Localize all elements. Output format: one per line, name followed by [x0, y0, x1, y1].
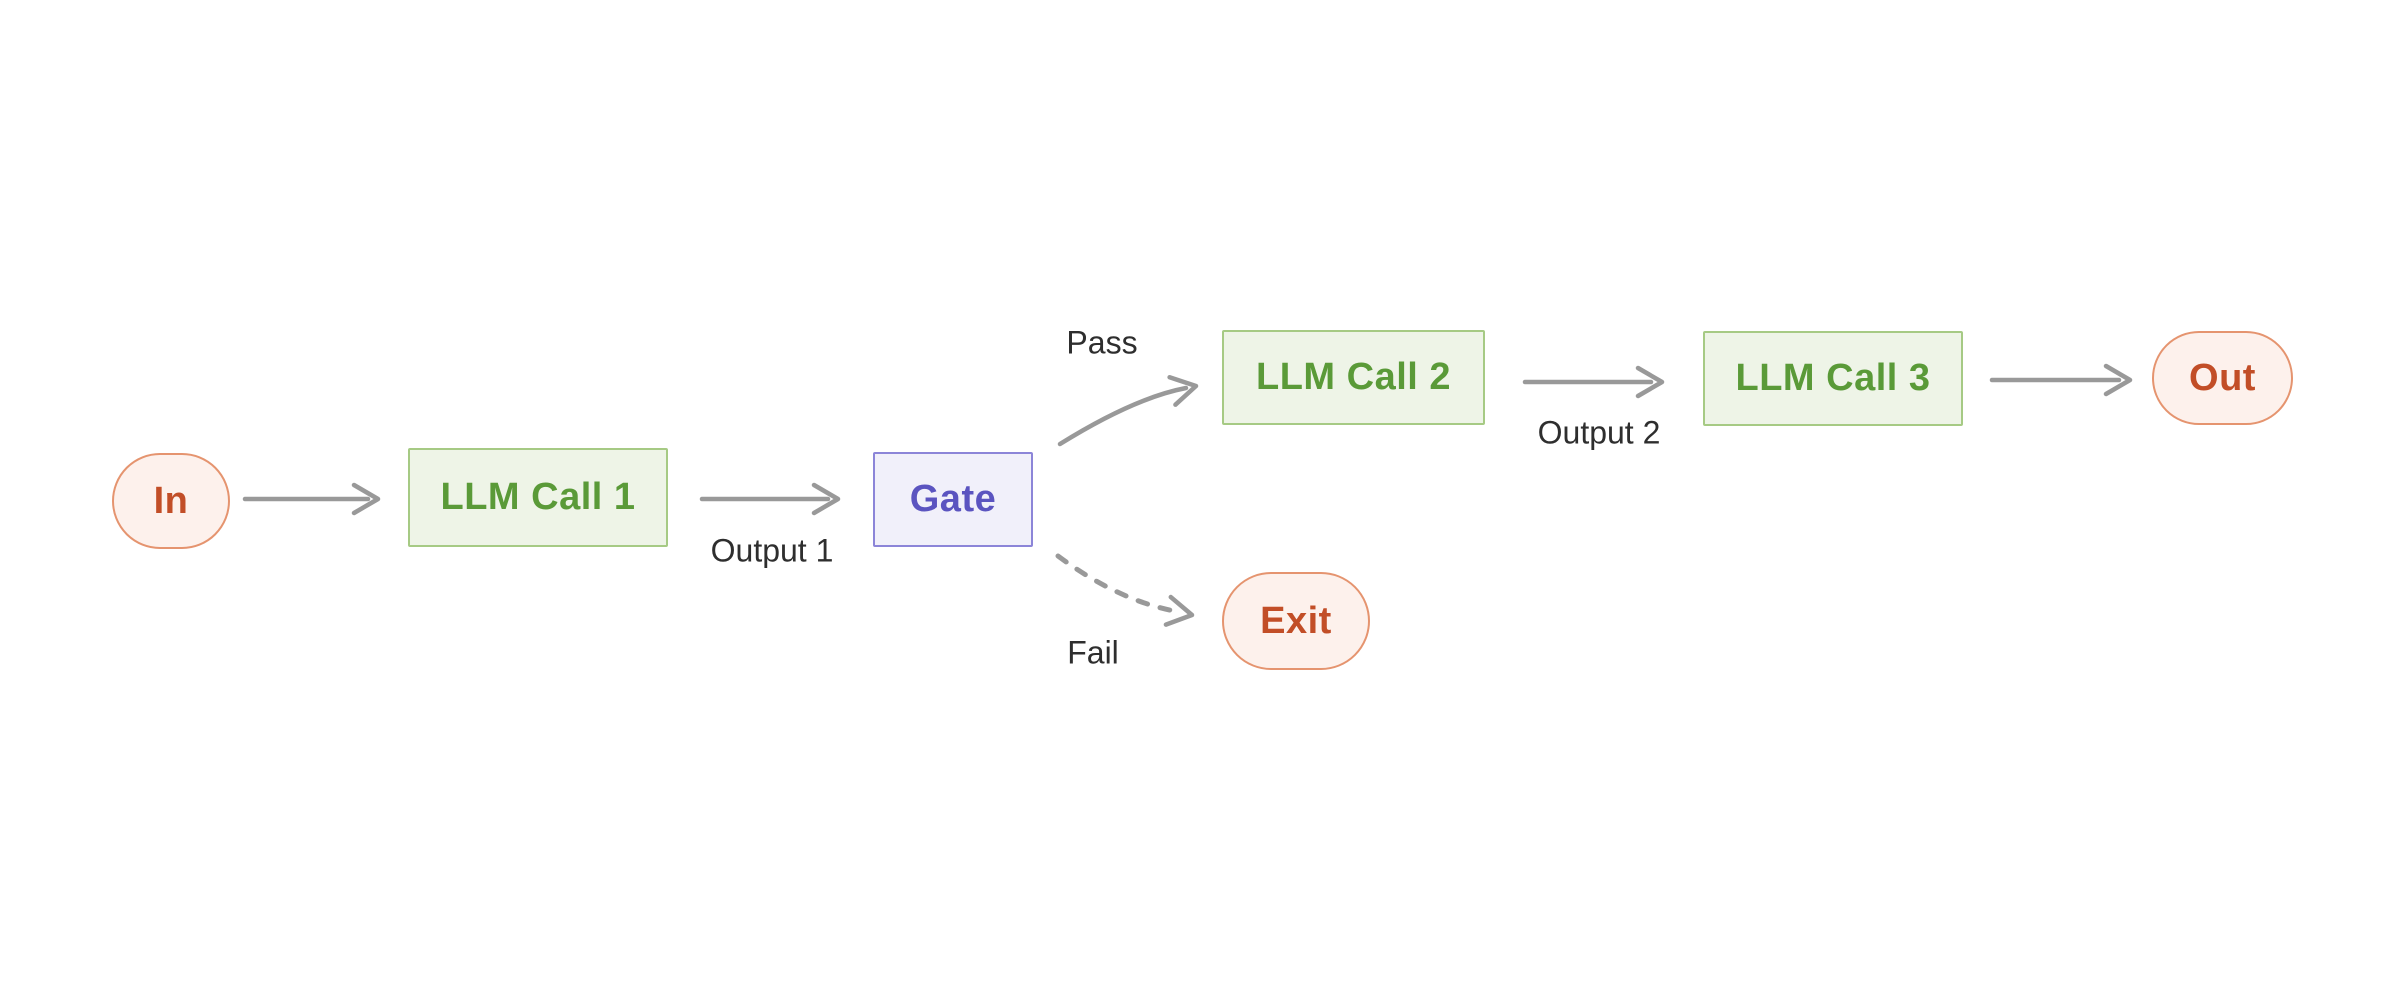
edge-llm1-gate: [699, 482, 841, 516]
edge-gate-exit-fail: [1055, 553, 1195, 627]
node-gate: Gate: [873, 452, 1033, 547]
edge-gate-llm2-pass: [1057, 375, 1199, 447]
node-out: Out: [2152, 331, 2293, 425]
node-in: In: [112, 453, 230, 549]
edge-label-output-2: Output 2: [1537, 414, 1661, 451]
edge-in-llm1: [242, 482, 381, 516]
node-llm-call-1: LLM Call 1: [408, 448, 668, 547]
node-llm-call-2: LLM Call 2: [1222, 330, 1485, 425]
edge-llm3-out: [1989, 363, 2133, 397]
node-exit: Exit: [1222, 572, 1370, 670]
node-llm-call-3: LLM Call 3: [1703, 331, 1963, 426]
edge-label-output-1: Output 1: [710, 532, 834, 569]
edge-label-fail: Fail: [1067, 634, 1119, 671]
edge-label-pass: Pass: [1066, 324, 1138, 361]
edge-llm2-llm3: [1522, 365, 1665, 399]
